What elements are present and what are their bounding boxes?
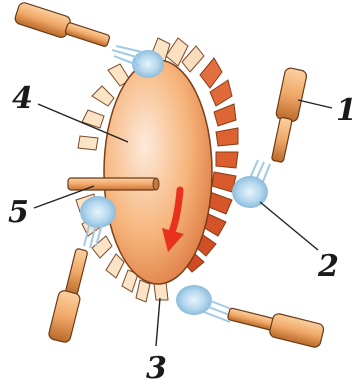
leader-line-3: [156, 298, 160, 346]
label-4: 4: [12, 81, 33, 116]
turbine-disk: [104, 60, 212, 284]
label-5: 5: [8, 195, 29, 230]
label-2: 2: [317, 249, 339, 284]
leader-line-2: [260, 202, 318, 250]
steam-jet-left: [80, 196, 116, 228]
nozzle-bottom-right: [176, 285, 325, 348]
leader-line-1: [298, 100, 332, 108]
steam-jet-right: [232, 176, 268, 208]
nozzle-right: [232, 67, 308, 208]
label-1: 1: [336, 93, 357, 128]
nozzle-top-left: [14, 1, 164, 78]
label-3: 3: [146, 351, 167, 386]
turbine-shaft: [68, 178, 159, 190]
steam-jet-bottom: [176, 285, 212, 315]
